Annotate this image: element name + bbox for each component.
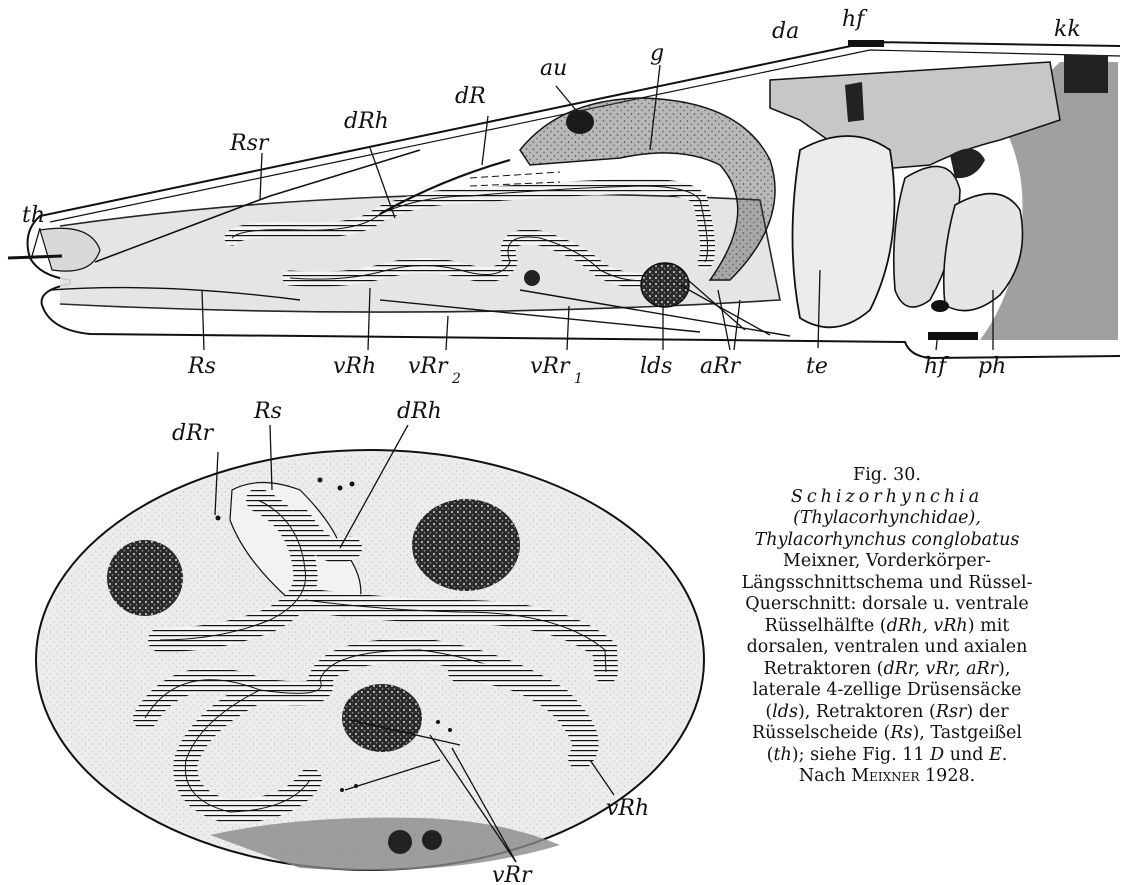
- caption-line-11: (lds), Retraktoren (Rsr) der: [672, 702, 1102, 724]
- caption-line-12c: ), Tastgeißel: [912, 723, 1022, 743]
- label-th: th: [22, 203, 45, 228]
- cross-section: dRr Rs dRh vRh vRr: [36, 399, 704, 885]
- caption-line-4: Meixner, Vorderkörper-: [672, 551, 1102, 573]
- nucleus-small-2: [422, 830, 442, 850]
- caption-line-11d: Rsr: [936, 702, 967, 722]
- caption-line-7a: Rüsselhälfte (: [765, 616, 887, 636]
- caption-line-14: Nach Meixner 1928.: [672, 766, 1102, 788]
- hf-top-mark: [848, 40, 884, 47]
- nucleus-center: [342, 684, 422, 752]
- label-cs-rs: Rs: [253, 399, 282, 424]
- label-vrr2: vRr 2: [408, 354, 461, 387]
- caption-line-12a: Rüsselscheide (: [752, 723, 890, 743]
- label-hf-top: hf: [842, 7, 868, 32]
- caption-line-5: Längsschnittschema und Rüssel-: [672, 573, 1102, 595]
- lateral-gland-sac: [641, 263, 689, 307]
- caption-line-9: Retraktoren (dRr, vRr, aRr),: [672, 659, 1102, 681]
- figure-caption: Fig. 30. Schizorhynchia (Thylacorhynchid…: [672, 465, 1102, 788]
- label-dr: dR: [455, 84, 486, 109]
- label-rsr: Rsr: [229, 131, 270, 156]
- caption-line-13d: D: [930, 745, 944, 765]
- caption-line-13g: .: [1002, 745, 1008, 765]
- caption-line-9c: ),: [998, 659, 1010, 679]
- nucleus-right: [412, 499, 520, 591]
- label-vrh: vRh: [333, 354, 376, 379]
- hf-bottom-mark: [928, 332, 978, 340]
- label-arr: aRr: [700, 354, 742, 379]
- caption-line-6: Querschnitt: dorsale u. ventrale: [672, 594, 1102, 616]
- caption-line-8: dorsalen, ventralen und axialen: [672, 637, 1102, 659]
- longitudinal-section: th Rsr dRh dR au g da hf kk Rs vRh vRr 2…: [8, 7, 1120, 387]
- caption-line-7b: dRh, vRh: [887, 616, 968, 636]
- caption-line-11b: lds: [772, 702, 798, 722]
- nucleus-left: [107, 540, 183, 616]
- caption-line-13e: und: [944, 745, 989, 765]
- caption-taxon: Schizorhynchia: [672, 487, 1102, 509]
- label-drh-top: dRh: [344, 109, 389, 134]
- caption-line-9a: Retraktoren (: [764, 659, 884, 679]
- caption-line-14c: 1928.: [919, 766, 975, 786]
- label-cs-drh: dRh: [397, 399, 442, 424]
- label-hf-bottom: hf: [924, 354, 950, 379]
- label-g: g: [650, 41, 664, 66]
- label-lds: lds: [640, 354, 672, 379]
- te-organ: [793, 136, 895, 327]
- label-vrr2-sub: 2: [451, 371, 461, 387]
- caption-line-12b: Rs: [890, 723, 912, 743]
- caption-species: Thylacorhynchus conglobatus: [672, 530, 1102, 552]
- label-au: au: [540, 56, 567, 81]
- label-vrr1-main: vRr: [530, 354, 571, 379]
- label-kk: kk: [1054, 17, 1081, 42]
- label-da: da: [772, 19, 799, 44]
- caption-line-13: (th); siehe Fig. 11 D und E.: [672, 745, 1102, 767]
- caption-line-13f: E: [989, 745, 1002, 765]
- label-rs: Rs: [187, 354, 216, 379]
- label-cs-vrr: vRr: [492, 863, 533, 885]
- caption-fig-number: Fig. 30.: [672, 465, 1102, 487]
- caption-line-7: Rüsselhälfte (dRh, vRh) mit: [672, 616, 1102, 638]
- caption-line-11e: ) der: [966, 702, 1008, 722]
- pharynx-dark-mark: [950, 149, 985, 179]
- caption-line-12: Rüsselscheide (Rs), Tastgeißel: [672, 723, 1102, 745]
- caption-family: (Thylacorhynchidae),: [672, 508, 1102, 530]
- small-gland: [524, 270, 540, 286]
- label-ph: ph: [978, 354, 1006, 379]
- pharynx-dark-mark-2: [845, 82, 864, 122]
- label-cs-drr: dRr: [172, 421, 215, 446]
- nucleus-small-1: [388, 830, 412, 854]
- label-vrr1: vRr 1: [530, 354, 583, 387]
- au-spot: [566, 110, 594, 134]
- caption-line-14a: Nach: [799, 766, 851, 786]
- caption-line-9b: dRr, vRr, aRr: [883, 659, 998, 679]
- label-te: te: [806, 354, 828, 379]
- kk-block: [1064, 55, 1108, 93]
- label-vrr1-sub: 1: [574, 371, 583, 387]
- caption-line-10: laterale 4-zellige Drüsensäcke: [672, 680, 1102, 702]
- label-cs-vrh: vRh: [606, 796, 649, 821]
- tactile-flagellum: [8, 256, 62, 258]
- caption-line-13c: ); siehe Fig. 11: [792, 745, 930, 765]
- caption-line-7c: ) mit: [968, 616, 1010, 636]
- caption-line-11c: ), Retraktoren (: [798, 702, 936, 722]
- label-vrr2-main: vRr: [408, 354, 449, 379]
- caption-line-13b: th: [773, 745, 791, 765]
- caption-line-14b: Meixner: [851, 766, 919, 786]
- ph-dark-mark: [931, 300, 949, 312]
